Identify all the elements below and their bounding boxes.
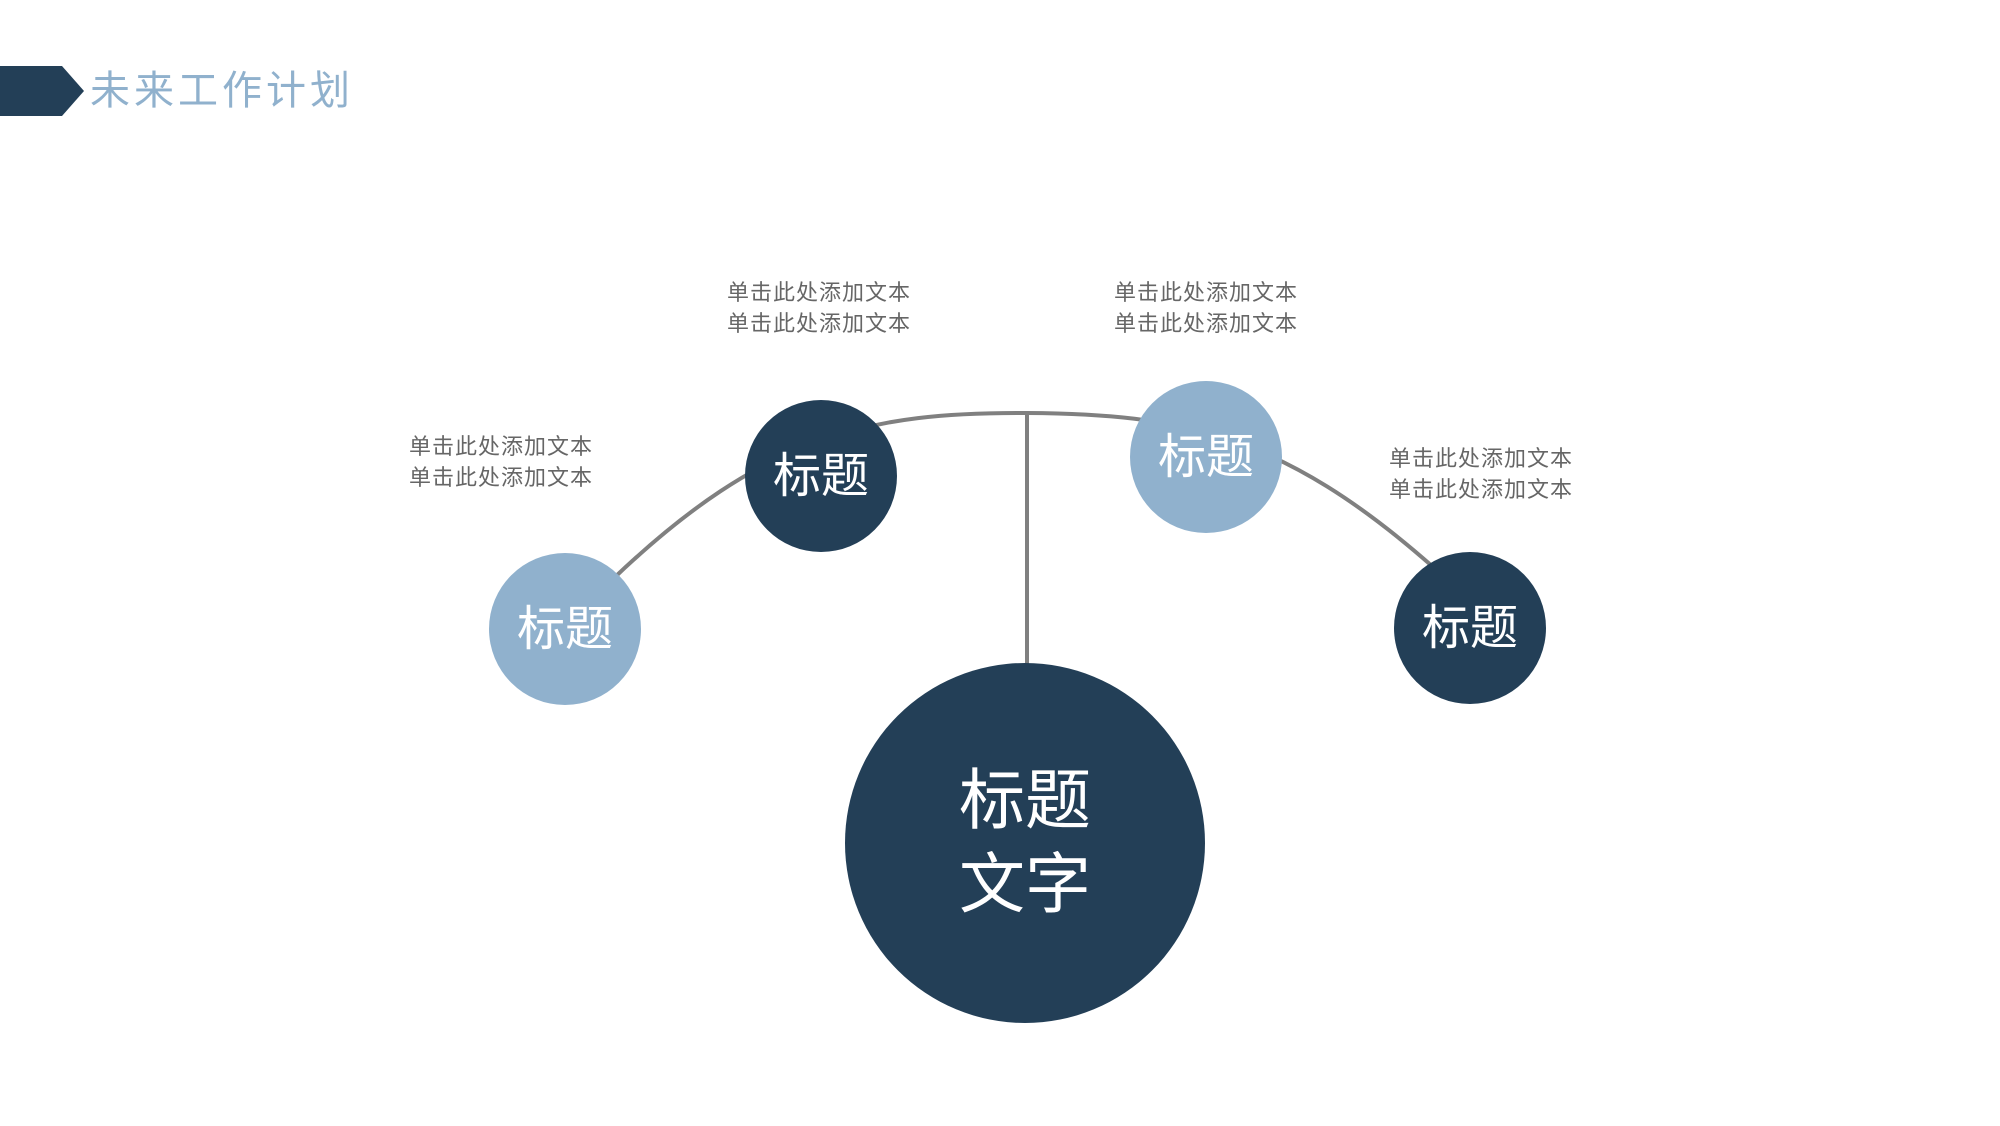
note-1-line-1: 单击此处添加文本 <box>408 435 593 460</box>
note-1[interactable]: 单击此处添加文本 单击此处添加文本 <box>386 432 616 494</box>
note-3[interactable]: 单击此处添加文本 单击此处添加文本 <box>1091 278 1321 340</box>
topic-node-1[interactable]: 标题 <box>489 553 641 705</box>
topic-node-2[interactable]: 标题 <box>745 400 897 552</box>
note-2[interactable]: 单击此处添加文本 单击此处添加文本 <box>704 278 934 340</box>
topic-node-1-label: 标题 <box>516 601 613 657</box>
page-title: 未来工作计划 <box>90 68 354 114</box>
note-2-line-1: 单击此处添加文本 <box>726 281 911 306</box>
note-1-line-2: 单击此处添加文本 <box>408 466 593 491</box>
connector-arc <box>612 410 1434 580</box>
note-4[interactable]: 单击此处添加文本 单击此处添加文本 <box>1366 444 1596 506</box>
topic-node-4-label: 标题 <box>1421 600 1518 656</box>
topic-node-3[interactable]: 标题 <box>1130 381 1282 533</box>
note-4-line-1: 单击此处添加文本 <box>1388 447 1573 472</box>
center-node-line-2: 文字 <box>959 846 1091 923</box>
note-3-line-1: 单击此处添加文本 <box>1113 281 1298 306</box>
center-node[interactable]: 标题 文字 <box>845 663 1205 1023</box>
topic-node-4[interactable]: 标题 <box>1394 552 1546 704</box>
note-3-line-2: 单击此处添加文本 <box>1113 312 1298 337</box>
note-2-line-2: 单击此处添加文本 <box>726 312 911 337</box>
center-node-line-1: 标题 <box>959 762 1091 839</box>
topic-node-2-label: 标题 <box>772 448 869 504</box>
topic-node-3-label: 标题 <box>1157 429 1254 485</box>
note-4-line-2: 单击此处添加文本 <box>1388 478 1573 503</box>
